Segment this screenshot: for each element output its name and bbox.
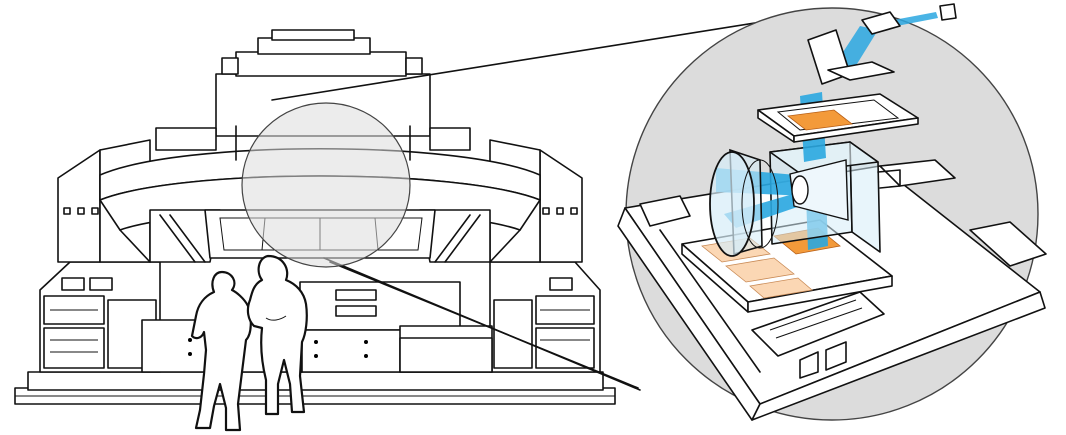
objective-aperture <box>791 175 809 205</box>
people <box>190 254 308 432</box>
machine-base <box>14 371 616 405</box>
mirror-small <box>861 11 901 35</box>
right-cabinet <box>489 261 601 373</box>
reticle-orange <box>786 109 854 131</box>
upper-optics <box>807 3 957 85</box>
machine-illustration <box>14 29 616 432</box>
zoom-panel <box>617 3 1047 421</box>
small-magnifier-circle <box>241 102 411 268</box>
left-cabinet <box>39 261 161 373</box>
cylinder-lens <box>709 148 779 257</box>
wafer-peach-b <box>725 257 795 283</box>
person-left <box>190 270 252 432</box>
source-square <box>939 3 957 21</box>
reticle-tray <box>757 93 919 143</box>
wafer-peach-c <box>749 277 813 299</box>
mirror-flat <box>827 61 895 81</box>
person-right <box>246 254 308 416</box>
magnifier-connectors <box>271 9 837 391</box>
